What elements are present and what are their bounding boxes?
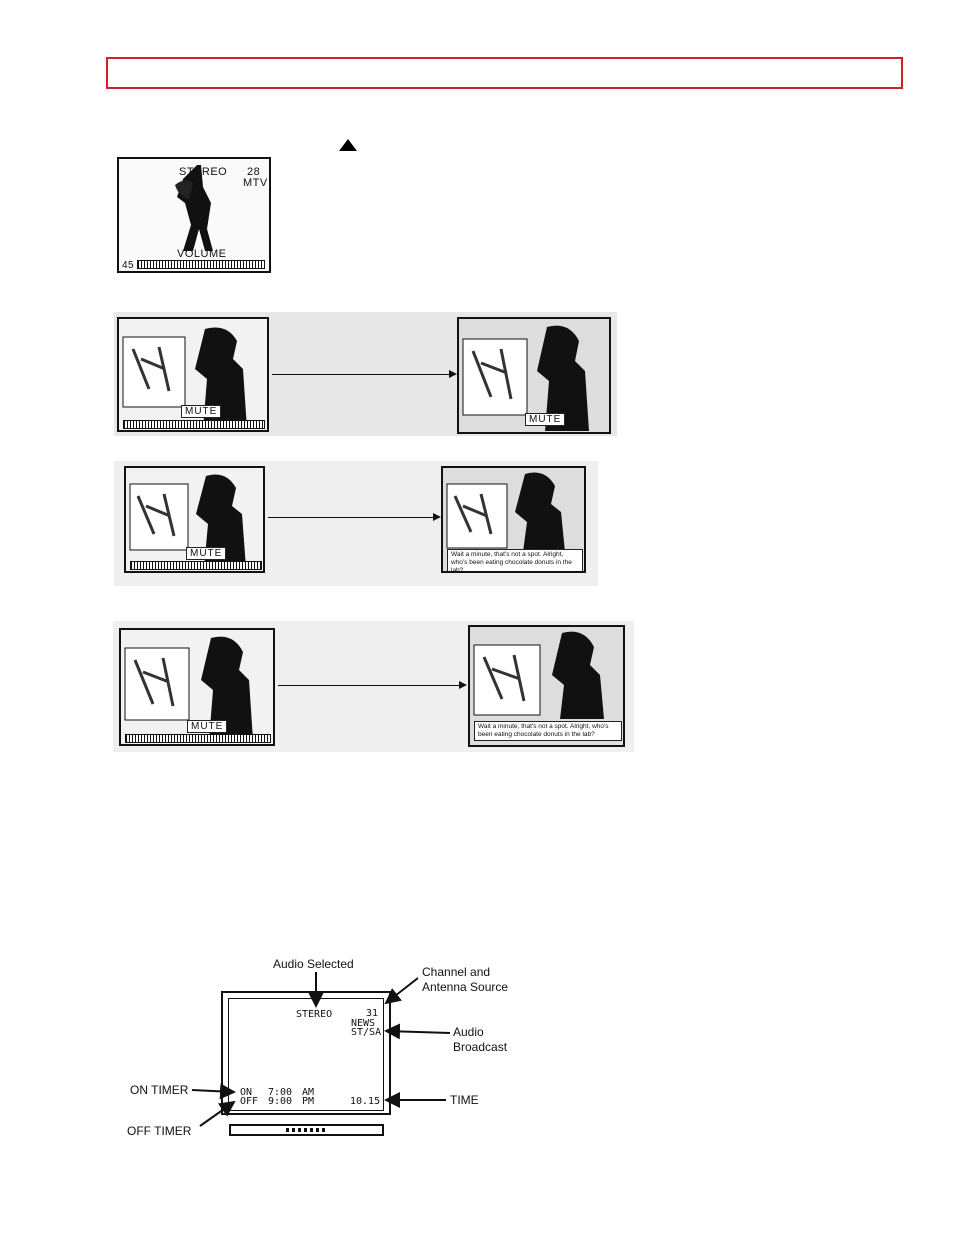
panel-1-left-screen: MUTE: [117, 317, 269, 432]
arrow-line: [278, 685, 460, 686]
header-bar: [106, 57, 903, 89]
station-name: MTV: [243, 177, 268, 189]
osd-off-ampm: PM: [302, 1096, 315, 1107]
xray-scene-image: [122, 327, 247, 429]
osd-time: 10.15: [350, 1096, 381, 1107]
tv-frame-inner: [228, 998, 384, 1111]
volume-level: 45: [122, 260, 135, 271]
channel-number: 28: [247, 166, 261, 178]
mute-label: MUTE: [186, 547, 227, 560]
osd-on-ampm: AM: [302, 1087, 315, 1098]
panel-1-right-screen: MUTE: [457, 317, 611, 434]
audio-selected-label: Audio Selected: [273, 957, 354, 971]
volume-label: VOLUME: [177, 248, 227, 260]
volume-bar: [125, 734, 271, 743]
off-timer-label: OFF TIMER: [127, 1124, 192, 1138]
channel-antenna-label-1: Channel and: [422, 965, 491, 979]
arrow-right-icon: [433, 513, 441, 521]
osd-on: ON: [240, 1087, 253, 1098]
arrow-right-icon: [459, 681, 467, 689]
osd-audio: STEREO: [296, 1009, 333, 1020]
osd-off-time: 9:00: [268, 1096, 293, 1107]
osd-off: OFF: [240, 1096, 259, 1107]
osd-channel: 31: [366, 1008, 379, 1019]
mute-label: MUTE: [525, 413, 566, 426]
tv-frame-outer: [221, 991, 391, 1115]
xray-scene-image: [129, 474, 246, 568]
tv-stand: [229, 1124, 384, 1136]
panel-2-right-screen: Wait a minute, that's not a spot. Alrigh…: [441, 466, 586, 573]
volume-bar: [123, 420, 265, 429]
arrow-right-icon: [449, 370, 457, 378]
osd-station: NEWS: [351, 1018, 376, 1029]
xray-scene-image: [446, 472, 565, 552]
volume-bar: [130, 561, 262, 570]
osd-broadcast: ST/SA: [351, 1027, 382, 1038]
audio-broadcast-label-2: Broadcast: [453, 1040, 508, 1054]
mute-label: MUTE: [181, 405, 222, 418]
xray-scene-image: [124, 636, 253, 740]
audio-broadcast-label-1: Audio: [453, 1025, 484, 1039]
volume-screen: STEREO 28 MTV VOLUME 45: [117, 157, 271, 273]
panel-2-left-screen: MUTE: [124, 466, 265, 573]
volume-bar: [137, 260, 265, 269]
xray-scene-image: [462, 325, 589, 431]
singer-image: [175, 165, 213, 251]
triangle-up-icon: [339, 139, 357, 151]
caption-box: Wait a minute, that's not a spot. Alrigh…: [474, 721, 622, 741]
arrow-line: [268, 517, 434, 518]
on-timer-label: ON TIMER: [130, 1083, 189, 1097]
caption-box: Wait a minute, that's not a spot. Alrigh…: [447, 549, 583, 571]
panel-3-left-screen: MUTE: [119, 628, 275, 746]
xray-scene-image: [473, 631, 604, 719]
audio-mode: STEREO: [179, 166, 228, 178]
time-label: TIME: [450, 1093, 479, 1107]
tv-buttons: [286, 1128, 328, 1132]
arrow-line: [272, 374, 450, 375]
panel-3-right-screen: Wait a minute, that's not a spot. Alrigh…: [468, 625, 625, 747]
mute-label: MUTE: [187, 720, 228, 733]
channel-antenna-label-2: Antenna Source: [422, 980, 509, 994]
osd-on-time: 7:00: [268, 1087, 293, 1098]
